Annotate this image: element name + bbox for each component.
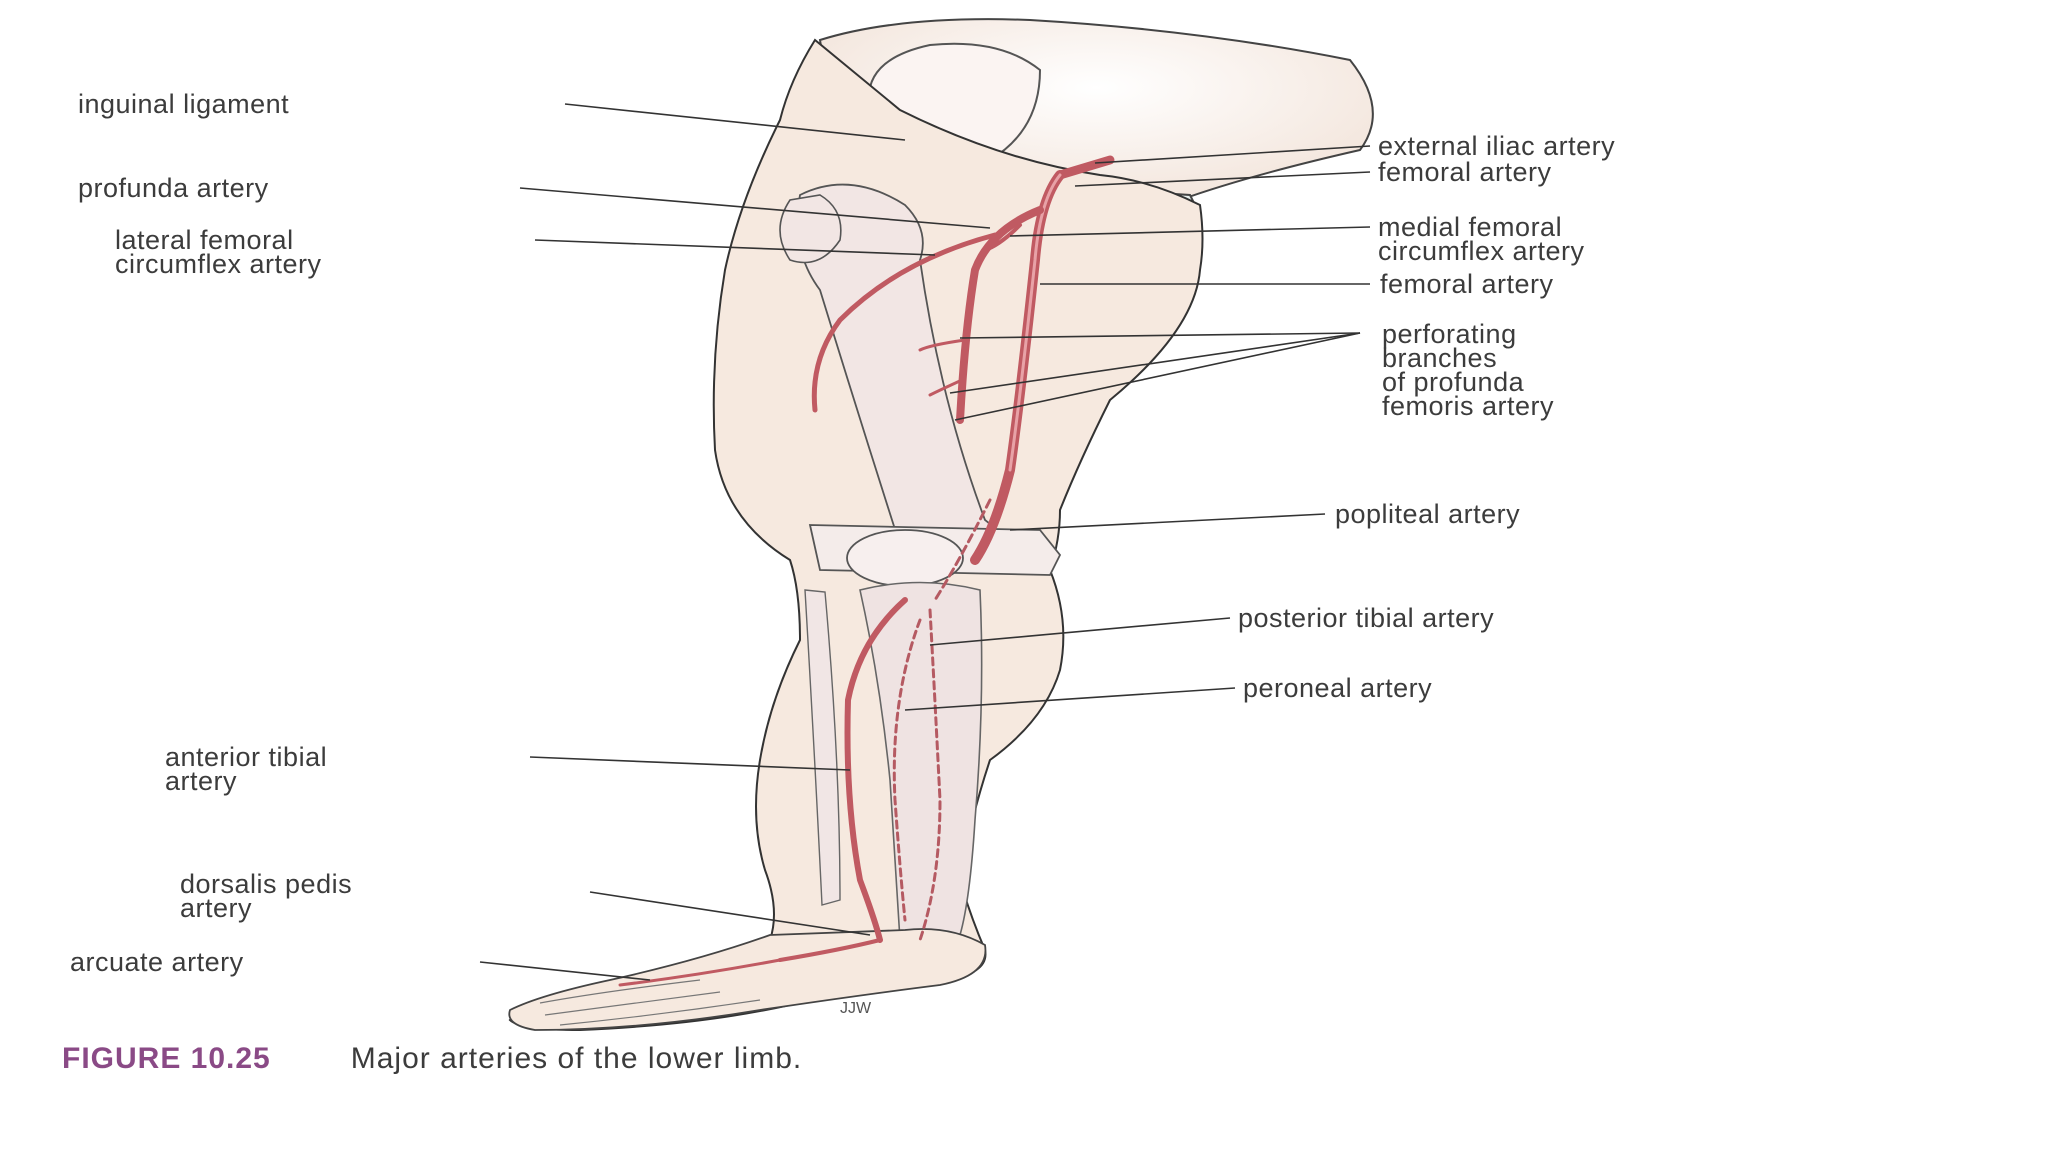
figure-caption: FIGURE 10.25 Major arteries of the lower … — [62, 1042, 802, 1076]
leader-perforating-3 — [954, 332, 1361, 421]
leader-popliteal-artery — [1009, 513, 1326, 531]
figure-caption-text: Major arteries of the lower limb. — [350, 1042, 803, 1075]
figure-number: FIGURE 10.25 — [62, 1042, 271, 1075]
leader-medial-femoral-circumflex — [1009, 226, 1371, 237]
perforating-branch-1 — [918, 338, 967, 352]
patella — [846, 529, 964, 587]
label-peroneal-artery: peroneal artery — [1243, 673, 1433, 703]
anterior-tibial-artery — [844, 597, 908, 943]
leader-femoral-artery-top — [1074, 171, 1371, 187]
label-inguinal-ligament: inguinal ligament — [78, 89, 290, 119]
leader-lateral-femoral-circumflex — [534, 239, 936, 256]
label-profunda-artery: profunda artery — [78, 173, 269, 203]
medial-femoral-circumflex-artery — [983, 223, 1022, 252]
leader-perforating-1 — [959, 332, 1361, 339]
leader-perforating-2 — [949, 332, 1361, 394]
popliteal-artery — [933, 498, 992, 602]
leader-peroneal-artery — [904, 687, 1236, 711]
label-medial-femoral-circumflex-artery: medial femoral circumflex artery — [1378, 212, 1585, 266]
leader-anterior-tibial-artery — [529, 756, 851, 771]
leader-inguinal-ligament — [564, 103, 906, 141]
leader-lines — [479, 103, 1371, 981]
profunda-artery — [956, 206, 1044, 424]
leader-dorsalis-pedis-artery — [589, 891, 871, 936]
peroneal-artery — [892, 618, 922, 922]
lateral-femoral-circumflex-artery — [811, 232, 998, 413]
label-dorsalis-pedis-artery: dorsalis pedis artery — [180, 869, 353, 923]
label-anterior-tibial-artery: anterior tibial artery — [165, 742, 328, 796]
label-lateral-femoral-circumflex-artery: lateral femoral circumflex artery — [115, 225, 322, 279]
fibula-bone — [804, 589, 841, 906]
label-femoral-artery-mid: femoral artery — [1380, 269, 1554, 299]
label-femoral-artery-top: femoral artery — [1378, 157, 1552, 187]
toe-lines — [539, 979, 761, 1026]
leader-arcuate-artery — [479, 961, 651, 981]
leader-posterior-tibial-artery — [929, 617, 1231, 646]
tibia-bone — [859, 581, 983, 941]
artist-mark: JJW — [840, 1000, 872, 1017]
leader-profunda-artery — [519, 187, 991, 229]
dorsalis-pedis-artery — [778, 938, 882, 962]
femoral-artery-highlight — [1008, 173, 1062, 472]
label-popliteal-artery: popliteal artery — [1335, 499, 1521, 529]
foot — [508, 928, 987, 1031]
leader-external-iliac-artery — [1094, 145, 1371, 164]
posterior-tibial-artery — [918, 608, 942, 942]
label-perforating-branches: perforating branches of profunda femoris… — [1382, 319, 1555, 421]
label-external-iliac-artery: external iliac artery — [1378, 131, 1616, 161]
perforating-branch-2 — [928, 378, 964, 397]
arcuate-artery — [618, 958, 782, 987]
label-arcuate-artery: arcuate artery — [70, 947, 244, 977]
label-posterior-tibial-artery: posterior tibial artery — [1238, 603, 1495, 633]
